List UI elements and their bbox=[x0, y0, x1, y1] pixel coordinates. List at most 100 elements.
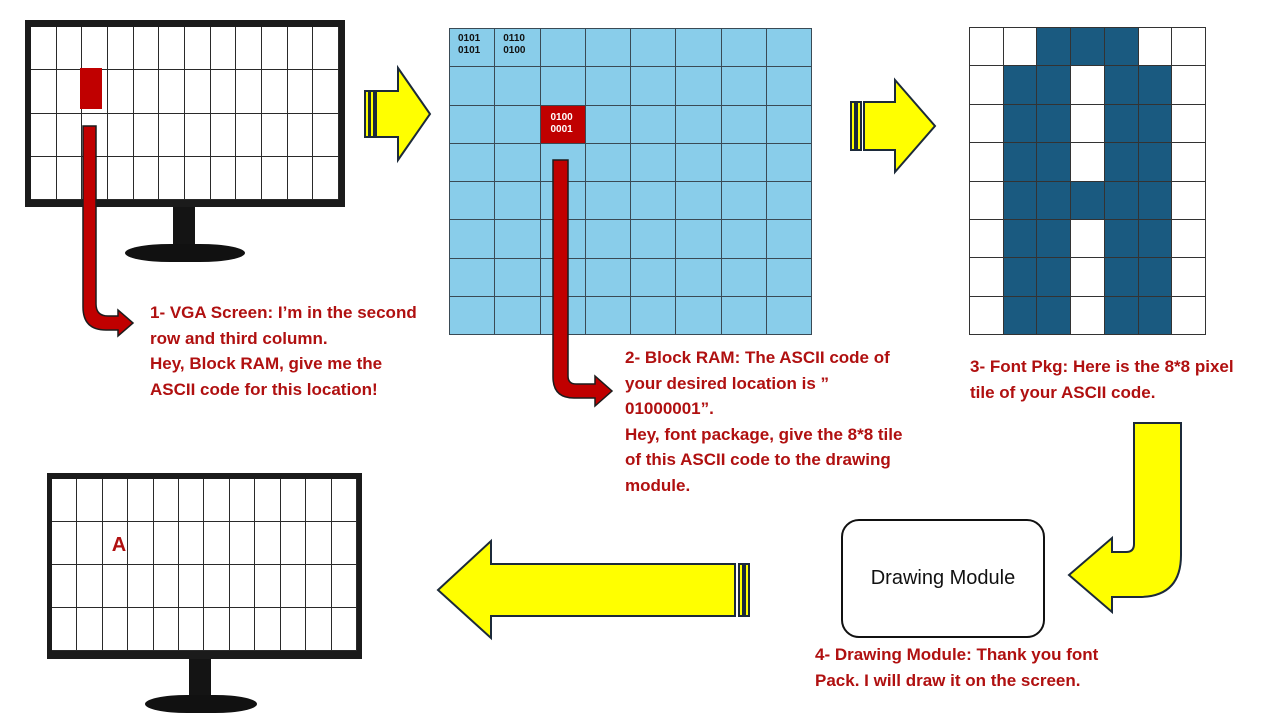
screen-cell bbox=[133, 70, 160, 114]
drawing-module-box: Drawing Module bbox=[841, 519, 1045, 638]
screen-cell bbox=[77, 522, 103, 565]
font-pixel-on bbox=[1104, 143, 1139, 182]
ram-cell bbox=[676, 29, 722, 68]
screen-cell bbox=[102, 522, 129, 565]
font-pixel-off bbox=[1071, 66, 1105, 105]
screen-cell bbox=[184, 70, 211, 114]
ram-cell: 0100 0001 bbox=[540, 105, 586, 144]
font-pixel-on bbox=[1003, 219, 1038, 259]
font-pixel-on bbox=[1037, 66, 1072, 105]
step-1-vga-label: 1- VGA Screen: I’m in the second row and… bbox=[150, 303, 417, 399]
ram-cell bbox=[631, 67, 677, 106]
ram-cell bbox=[585, 258, 631, 297]
screen-cell bbox=[331, 522, 357, 565]
ram-cell bbox=[721, 220, 767, 259]
screen-cell bbox=[204, 608, 230, 651]
screen-cell bbox=[159, 70, 185, 114]
screen-cell bbox=[210, 27, 237, 71]
screen-cell bbox=[77, 608, 103, 651]
screen-cell bbox=[31, 156, 57, 200]
font-pixel-on bbox=[1138, 66, 1173, 105]
ram-cell bbox=[721, 182, 767, 221]
font-pixel-off bbox=[1172, 296, 1206, 335]
screen-cell bbox=[210, 156, 237, 200]
ram-cell bbox=[450, 258, 496, 297]
font-pixel-on bbox=[1104, 66, 1139, 105]
screen-cell bbox=[287, 156, 314, 200]
font-pixel-off bbox=[970, 258, 1004, 297]
ram-cell bbox=[450, 296, 496, 335]
ram-cell bbox=[631, 258, 677, 297]
ram-cell: 0101 0101 bbox=[450, 29, 496, 68]
screen-cell bbox=[107, 27, 134, 71]
ram-cell bbox=[766, 67, 812, 106]
screen-cell bbox=[280, 608, 307, 651]
font-tile-grid bbox=[969, 27, 1206, 335]
screen-cell bbox=[128, 522, 154, 565]
screen-cell bbox=[306, 608, 332, 651]
ram-cell bbox=[676, 143, 722, 182]
font-pixel-off bbox=[970, 181, 1004, 220]
ram-cell bbox=[585, 296, 631, 335]
font-pixel-on bbox=[1037, 296, 1072, 335]
vga-grid bbox=[52, 479, 357, 651]
screen-cell bbox=[229, 522, 256, 565]
ram-cell bbox=[540, 29, 586, 68]
monitor-top bbox=[25, 20, 345, 265]
ram-cell bbox=[631, 296, 677, 335]
screen-cell bbox=[236, 113, 262, 157]
screen-cell bbox=[204, 522, 230, 565]
ram-cell bbox=[766, 220, 812, 259]
ram-cell bbox=[585, 29, 631, 68]
step-3-font-pkg-label: 3- Font Pkg: Here is the 8*8 pixel tile … bbox=[970, 357, 1234, 402]
ram-cell bbox=[540, 67, 586, 106]
ram-cell bbox=[495, 143, 541, 182]
font-pixel-off bbox=[1071, 258, 1105, 297]
screen-cell bbox=[153, 522, 180, 565]
font-pixel-off bbox=[1172, 143, 1206, 182]
ram-cell bbox=[721, 67, 767, 106]
font-pixel-on bbox=[1104, 181, 1139, 220]
screen-cell bbox=[56, 156, 83, 200]
ram-cell bbox=[450, 67, 496, 106]
screen-cell bbox=[179, 522, 205, 565]
screen-cell bbox=[102, 479, 129, 522]
screen-cell bbox=[128, 479, 154, 522]
font-pixel-off bbox=[1138, 28, 1173, 67]
screen-cell bbox=[102, 565, 129, 608]
ram-cell bbox=[631, 29, 677, 68]
ram-cell bbox=[676, 105, 722, 144]
screen-cell bbox=[52, 565, 78, 608]
ram-cell bbox=[721, 258, 767, 297]
font-pixel-off bbox=[1172, 181, 1206, 220]
ram-cell bbox=[450, 143, 496, 182]
font-pixel-on bbox=[1104, 28, 1139, 67]
screen-cell bbox=[31, 27, 57, 71]
ram-cell bbox=[721, 105, 767, 144]
screen-cell bbox=[82, 70, 108, 114]
screen-cell bbox=[31, 70, 57, 114]
ram-cell bbox=[450, 105, 496, 144]
screen-cell bbox=[153, 608, 180, 651]
screen-cell bbox=[261, 113, 288, 157]
ram-cell bbox=[676, 182, 722, 221]
screen-cell bbox=[107, 70, 134, 114]
ram-cell bbox=[766, 105, 812, 144]
font-pixel-on bbox=[1071, 181, 1105, 220]
red-arrow-vga bbox=[82, 125, 135, 338]
ram-cell bbox=[585, 67, 631, 106]
screen-cell bbox=[287, 27, 314, 71]
font-pixel-on bbox=[1003, 143, 1038, 182]
font-pixel-off bbox=[1003, 28, 1038, 67]
screen-cell bbox=[159, 113, 185, 157]
font-pixel-off bbox=[1071, 296, 1105, 335]
monitor-screen: A bbox=[52, 479, 357, 651]
step-4-drawing-module-label: 4- Drawing Module: Thank you font Pack. … bbox=[815, 645, 1099, 690]
font-pixel-on bbox=[1138, 258, 1173, 297]
screen-cell bbox=[261, 70, 288, 114]
screen-cell bbox=[261, 27, 288, 71]
screen-cell bbox=[331, 565, 357, 608]
monitor-bottom: A bbox=[47, 473, 362, 720]
font-pixel-off bbox=[970, 296, 1004, 335]
screen-cell bbox=[153, 565, 180, 608]
